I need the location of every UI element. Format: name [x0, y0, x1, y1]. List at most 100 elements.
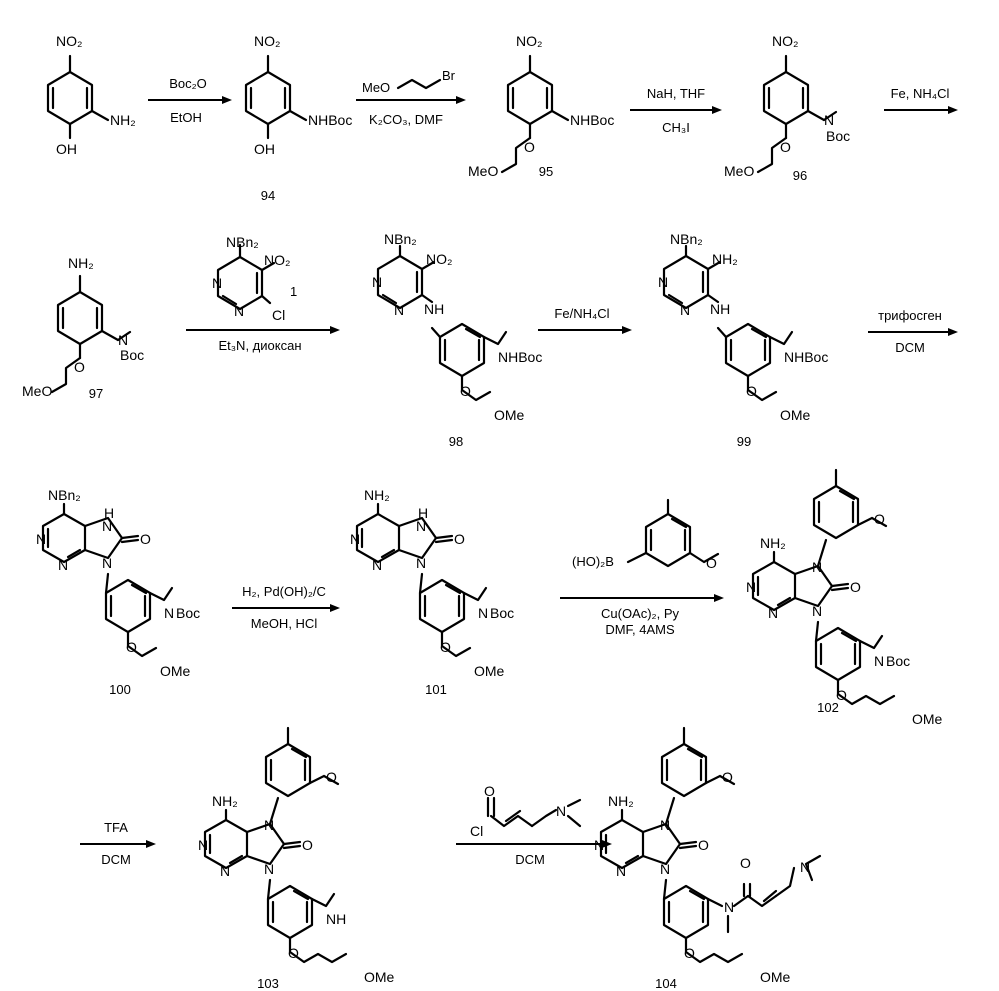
atom-label: OH: [254, 141, 275, 157]
atom-label: N: [164, 605, 174, 621]
atom-label: N: [198, 837, 208, 853]
atom-label: O: [440, 639, 451, 655]
compound-95: [502, 56, 568, 172]
atom-label: N: [746, 579, 756, 595]
boronic-acid-structure: [628, 500, 718, 566]
atom-label: NHBoc: [308, 112, 352, 128]
atom-label: O: [326, 769, 337, 785]
atom-label: OMe: [160, 663, 191, 679]
acyl-chloride-structure: [488, 798, 580, 826]
arrow-step-3: [630, 106, 722, 114]
arrow-step-2: [356, 96, 466, 104]
atom-label: N: [372, 274, 382, 290]
atom-label: Boc: [490, 605, 514, 621]
atom-label: O: [740, 855, 751, 871]
reagent-label: DMF, 4AMS: [605, 622, 675, 637]
atom-label: N: [416, 518, 426, 534]
atom-label: OMe: [912, 711, 943, 727]
atom-label: N: [350, 531, 360, 547]
atom-label: MeO: [724, 163, 754, 179]
atom-label: O: [288, 945, 299, 961]
reagent-label: DCM: [515, 852, 545, 867]
atom-label: O: [746, 383, 757, 399]
atom-label: OH: [56, 141, 77, 157]
atom-label: N: [264, 817, 274, 833]
compound-number: 104: [655, 976, 677, 991]
arrow-step-9: [560, 594, 724, 602]
reagent-label: 1: [290, 284, 297, 299]
reagent-label: K₂CO₃, DMF: [369, 112, 443, 127]
atom-label: O: [684, 945, 695, 961]
reagent-label: NaH, THF: [647, 86, 705, 101]
reagent-label: (HO)₂B: [572, 554, 614, 569]
atom-label: N: [680, 302, 690, 318]
atom-label: NH: [424, 301, 444, 317]
atom-label: N: [800, 859, 810, 875]
reagent-label: DCM: [101, 852, 131, 867]
arrow-step-8: [232, 604, 340, 612]
compound-94: [246, 56, 306, 138]
atom-label: N: [660, 861, 670, 877]
atom-label: O: [850, 579, 861, 595]
compound-start: [48, 56, 108, 138]
atom-label: N: [724, 899, 734, 915]
atom-label: NH₂: [608, 793, 634, 809]
atom-label: N: [556, 803, 566, 819]
reagent-label: Cu(OAc)₂, Py: [601, 606, 680, 621]
atom-label: MeO: [22, 383, 52, 399]
compound-number: 96: [793, 168, 807, 183]
compound-number: 100: [109, 682, 131, 697]
atom-label: N: [660, 817, 670, 833]
atom-label: O: [74, 359, 85, 375]
reagent-label: трифосген: [878, 308, 942, 323]
atom-label: NO₂: [516, 33, 542, 49]
compound-number: 101: [425, 682, 447, 697]
atom-label: NBn₂: [48, 487, 81, 503]
atom-label: OMe: [760, 969, 791, 985]
atom-label: NH₂: [68, 255, 94, 271]
atom-label: NO₂: [56, 33, 82, 49]
atom-label: Boc: [886, 653, 910, 669]
atom-label: NBn₂: [670, 231, 703, 247]
compound-104-top-aryl: [662, 728, 734, 796]
atom-label: N: [768, 605, 778, 621]
atom-label: N: [394, 302, 404, 318]
atom-label: O: [706, 555, 717, 571]
atom-label: O: [302, 837, 313, 853]
arrow-step-4: [884, 106, 958, 114]
atom-label: N: [212, 275, 222, 291]
reagent-label: EtOH: [170, 110, 202, 125]
arrow-step-5: [186, 326, 340, 334]
compound-100-aryl: [106, 574, 172, 656]
atom-label: NBn₂: [226, 234, 259, 250]
atom-label: N: [416, 555, 426, 571]
compound-number: 102: [817, 700, 839, 715]
atom-label: O: [126, 639, 137, 655]
atom-label: NH: [326, 911, 346, 927]
atom-label: NH₂: [364, 487, 390, 503]
atom-label: O: [484, 783, 495, 799]
compound-number: 94: [261, 188, 275, 203]
atom-label: NO₂: [772, 33, 798, 49]
reagent-label: Fe, NH₄Cl: [891, 86, 950, 101]
alkyl-chain-icon: [398, 80, 440, 88]
atom-label: NO₂: [426, 251, 452, 267]
arrow-step-11: [456, 840, 612, 848]
compound-number: 98: [449, 434, 463, 449]
atom-label: N: [102, 555, 112, 571]
reagent-label: DCM: [895, 340, 925, 355]
reagent-label: CH₃I: [662, 120, 690, 135]
atom-label: N: [478, 605, 488, 621]
atom-label: N: [824, 112, 834, 128]
atom-label: O: [454, 531, 465, 547]
atom-label: NHBoc: [498, 349, 542, 365]
reagent-label: H₂, Pd(OH)₂/C: [242, 584, 326, 599]
compound-101-aryl: [420, 574, 486, 656]
atom-label: O: [140, 531, 151, 547]
atom-label: N: [812, 603, 822, 619]
atom-label: O: [460, 383, 471, 399]
compound-100: [43, 504, 138, 562]
atom-label: N: [874, 653, 884, 669]
reagent-label: Et₃N, диоксан: [218, 338, 301, 353]
atom-label: O: [722, 769, 733, 785]
